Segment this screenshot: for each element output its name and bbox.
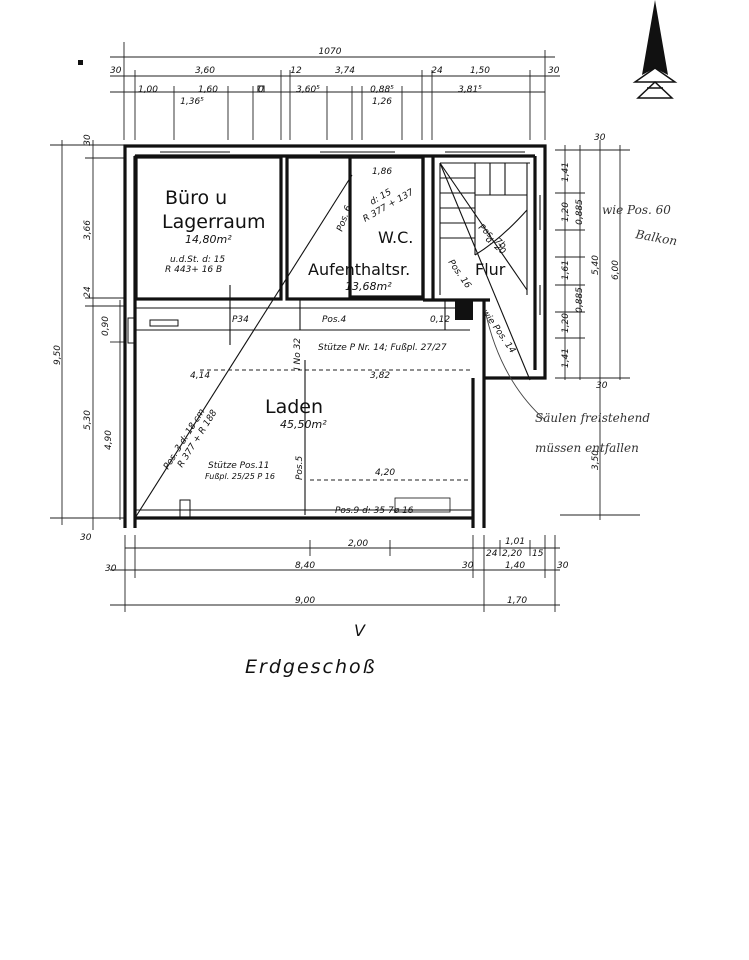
bottom-dimensions [110,535,560,612]
room-buero-name: Büro u [165,187,227,209]
dim-top-r2-7: 1,26 [372,97,392,107]
dim-right-small-top: 30 [594,133,606,143]
room-laden-area: 45,50m² [280,418,327,431]
dim-laden-right: 3,82 [370,371,390,381]
dim-right-6: 1,20 [561,313,571,333]
dim-bottom-15: 15 [532,549,544,559]
room-wc-name: W.C. [378,228,413,247]
dim-top-3: 12 [290,66,302,76]
dim-wc-width: 1,86 [372,167,392,177]
dim-left-3: 24 [83,286,93,298]
dim-bottom-24: 24 [486,549,498,559]
top-dimensions [78,42,560,140]
dim-top-2: 3,60 [195,66,215,76]
dim-left-inner-1: 0,90 [101,316,111,336]
stair-pos: Pos. 16 [446,258,473,291]
left-dimensions [50,140,125,530]
label-pos5: Pos.5 [295,456,305,480]
label-stuetze2: Stütze Pos.11 [208,461,270,471]
dim-top-r2-2: 1,60 [198,85,218,95]
label-stuetze2b: Fußpl. 25/25 P 16 [205,472,275,481]
dim-right-3: 0,885 [575,199,585,225]
dim-top-r2-6: 0,88⁵ [370,85,394,95]
dim-bottom-840: 8,40 [295,561,315,571]
dim-top-r2-3: 1,36⁵ [180,97,204,107]
staircase [439,162,530,295]
dim-laden-left: 4,14 [190,371,210,381]
dim-right-4: 1,61 [561,260,571,280]
dim-right-lower: 3,50 [591,450,601,470]
dim-right-2: 1,20 [561,202,571,222]
room-flur-name: Flur [475,260,506,279]
dim-left-inner-2: 4,90 [104,430,114,450]
dim-right-total2: 6,00 [611,260,621,280]
dim-top-6: 1,50 [470,66,490,76]
walls [123,144,547,528]
dim-top-5: 24 [431,66,443,76]
room-aufenthalt-area: 13,68m² [345,280,392,293]
dim-right-1: 1,41 [561,162,571,182]
dim-right-5: 0,885 [575,287,585,313]
label-p34: P34 [232,315,249,325]
dim-top-r2-4: 0 [258,85,264,95]
hand-note-2: Balkon [633,227,678,248]
dim-total-width: 1070 [319,47,342,57]
right-dimensions [555,140,640,520]
dim-bottom-900: 9,00 [295,596,315,606]
dim-bottom-101: 1,01 [505,537,525,547]
dim-top-r2-1: 1,00 [138,85,158,95]
dim-bottom-170: 1,70 [507,596,527,606]
dim-bottom-2m: 2,00 [348,539,368,549]
hand-note-1: wie Pos. 60 [602,203,671,217]
dim-b1: 0,12 [430,315,450,325]
label-pos9: Pos.9 d: 35 7ø 16 [335,506,414,516]
hand-note-3: Säulen freistehend [535,411,650,425]
dim-left-total: 9,50 [53,345,63,365]
label-pos4: Pos.4 [322,315,346,325]
dim-bottom-30a: 30 [105,564,117,574]
dim-bottom-30b: 30 [462,561,474,571]
dim-bottom-30c: 30 [557,561,569,571]
north-mark: V [354,621,366,640]
dim-bottom-220: 2,20 [502,549,522,559]
dim-laden-width: 4,20 [375,468,395,478]
dim-bottom-140: 1,40 [505,561,525,571]
label-stuetze1: Stütze P Nr. 14; Fußpl. 27/27 [318,343,447,353]
label-ino: I No 32 [293,338,303,370]
room-buero-name2: Lagerraum [162,211,265,233]
dim-right-small: 30 [596,381,608,391]
dim-right-7: 1,41 [561,348,571,368]
room-buero-note2: R 443+ 16 B [165,265,222,275]
dim-top-r2-5: 3,60⁵ [296,85,320,95]
room-buero-area: 14,80m² [185,233,232,246]
dim-right-total1: 5,40 [591,255,601,275]
dim-top-r2-8: 3,81⁵ [458,85,482,95]
slab-markings [134,162,531,519]
plan-caption: Erdgeschoß [245,656,377,678]
dim-top-7: 30 [548,66,560,76]
room-aufenthalt-name: Aufenthaltsr. [308,260,410,279]
dim-left-2: 3,66 [83,220,93,240]
north-arrow-icon [632,0,678,99]
dim-top-1: 30 [110,66,122,76]
dim-left-bottom: 30 [80,533,92,543]
room-buero-note1: u.d.St. d: 15 [170,255,225,265]
dim-left-1: 30 [83,134,93,146]
room-laden-name: Laden [265,396,323,418]
hand-note-4: müssen entfallen [535,441,639,455]
dim-left-4: 5,30 [83,410,93,430]
dim-top-4: 3,74 [335,66,355,76]
